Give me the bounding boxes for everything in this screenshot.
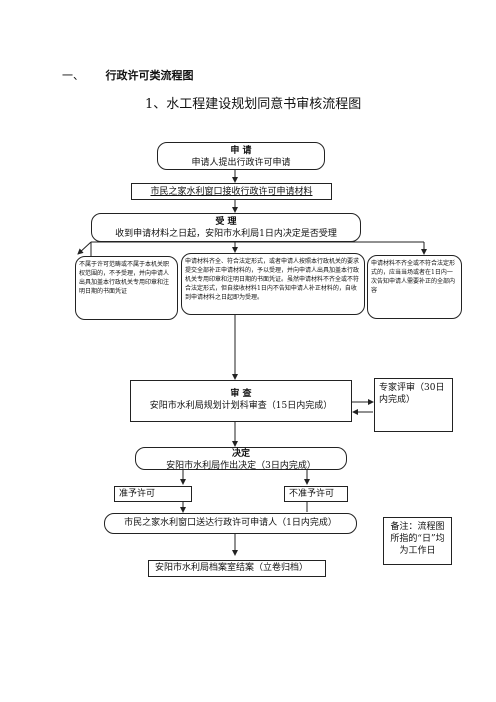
deny-text: 不准予许可 — [289, 489, 335, 499]
deny-box: 不准予许可 — [284, 486, 348, 502]
accept-title: 受 理 — [215, 217, 237, 227]
accept-text: 收到申请材料之日起，安阳市水利局1日内决定是否受理 — [115, 229, 337, 239]
branch-mid-text: 申请材料齐全、符合法定形式，或者申请人按照本行政机关的要求提交全部补正申请材料的… — [185, 258, 360, 301]
expert-box: 专家评审（30日内完成） — [374, 378, 453, 432]
heading-title: 行政许可类流程图 — [105, 69, 194, 82]
review-box: 审 查 安阳市水利局规划计划科审查（15日内完成） — [130, 380, 352, 422]
heading-number: 一、 — [62, 69, 84, 82]
archive-box: 安阳市水利局档案室结案（立卷归档） — [148, 560, 326, 577]
heading: 一、 行政许可类流程图 — [62, 67, 194, 83]
expert-text: 专家评审（30日内完成） — [379, 383, 445, 405]
branch-left-text: 不属于许可范畴或不属于本机关职权范围的，不予受理，并向申请人出具加盖本行政机关专… — [79, 261, 170, 295]
approve-text: 准予许可 — [119, 489, 156, 499]
archive-text: 安阳市水利局档案室结案（立卷归档） — [155, 563, 309, 573]
apply-title: 申 请 — [230, 146, 252, 156]
decide-text: 安阳市水利局作出决定（3日内完成） — [166, 461, 316, 471]
deliver-text: 市民之家水利窗口送达行政许可申请人（1日内完成） — [124, 518, 337, 528]
decide-box: 决定 安阳市水利局作出决定（3日内完成） — [135, 447, 347, 471]
branch-right-box: 申请材料不齐全或不符合法定形式的，应当当场或者在1日内一次告知申请人需要补正的全… — [367, 255, 462, 319]
accept-box: 受 理 收到申请材料之日起，安阳市水利局1日内决定是否受理 — [91, 213, 361, 242]
receive-box: 市民之家水利窗口接收行政许可申请材料 — [131, 183, 332, 200]
branch-right-text: 申请材料不齐全或不符合法定形式的，应当当场或者在1日内一次告知申请人需要补正的全… — [371, 260, 456, 294]
diagram-subtitle: 1、水工程建设规划同意书审核流程图 — [145, 97, 362, 112]
approve-box: 准予许可 — [114, 486, 192, 502]
review-text: 安阳市水利局规划计划科审查（15日内完成） — [149, 401, 333, 411]
review-title: 审 查 — [230, 389, 252, 399]
note-box: 备注：流程图所指的“日”均为工作日 — [383, 517, 452, 565]
decide-title: 决定 — [231, 449, 250, 459]
receive-text: 市民之家水利窗口接收行政许可申请材料 — [150, 187, 313, 197]
branch-mid-box: 申请材料齐全、符合法定形式，或者申请人按照本行政机关的要求提交全部补正申请材料的… — [181, 253, 365, 315]
apply-box: 申 请 申请人提出行政许可申请 — [157, 142, 325, 170]
note-text: 备注：流程图所指的“日”均为工作日 — [390, 522, 445, 556]
apply-text: 申请人提出行政许可申请 — [191, 158, 291, 168]
branch-left-box: 不属于许可范畴或不属于本机关职权范围的，不予受理，并向申请人出具加盖本行政机关专… — [75, 256, 178, 320]
deliver-box: 市民之家水利窗口送达行政许可申请人（1日内完成） — [104, 513, 357, 534]
